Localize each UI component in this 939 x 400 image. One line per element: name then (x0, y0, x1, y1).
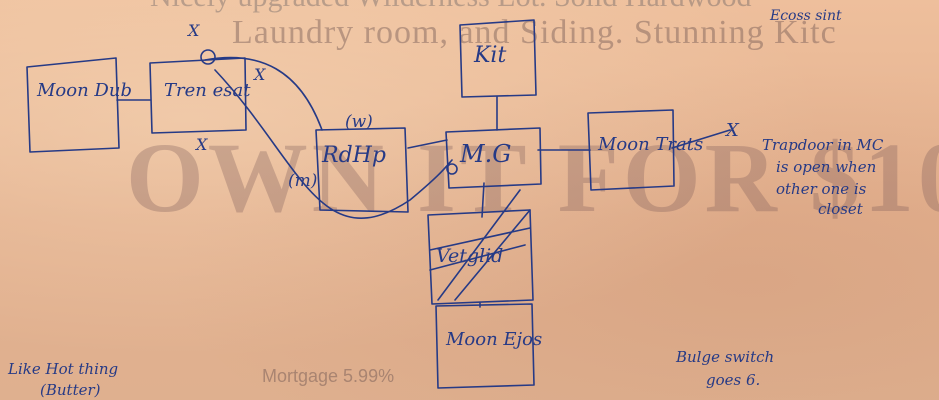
note-bottom-left-1: Like Hot thing (7, 360, 118, 378)
label-moon-dub-1: Moon Dub (36, 80, 132, 101)
long-curve (214, 69, 453, 220)
scribble-lines (429, 189, 531, 301)
connectors (116, 56, 731, 308)
note-trapdoor-2: is open when (776, 158, 876, 176)
box-mg (445, 127, 542, 189)
note-trapdoor-3: other one is (776, 180, 867, 198)
ghost-print-mortgage: Mortgage 5.99% (262, 366, 395, 386)
label-moon-ejos: Moon Ejos (445, 329, 542, 350)
mark-w: (w) (345, 112, 373, 132)
box-rdhp (315, 127, 409, 213)
box-moon-ejos (435, 303, 535, 389)
x-mark-3: X (194, 135, 208, 154)
connector-tren-rdhp (204, 56, 323, 131)
box-tren-esat (149, 57, 247, 134)
label-rdhp: RdHp (321, 143, 386, 168)
labels: Moon Dub Tren esat Kit RdHp M.G Moon Tra… (7, 8, 884, 399)
box-moon-trats (587, 109, 675, 191)
box-vetglid (427, 209, 534, 305)
label-kit: Kit (473, 43, 506, 68)
box-moon-dub (26, 57, 120, 153)
label-mg: M.G (459, 140, 511, 168)
note-top-right: Ecoss sint (769, 8, 842, 24)
x-mark-1: X (186, 21, 200, 40)
label-vetglid: Vetglid (436, 245, 503, 267)
connector-mg-vet (481, 182, 485, 218)
mark-m: (m) (288, 171, 317, 191)
note-bottom-right-2: goes 6. (706, 371, 760, 389)
note-bottom-left-2: (Butter) (40, 381, 101, 399)
x-mark-2: X (252, 65, 266, 84)
label-moon-trats: Moon Trats (597, 134, 703, 155)
rooms (26, 19, 675, 389)
x-mark-4: X (724, 120, 740, 141)
circle-mark-mg (446, 163, 458, 175)
note-trapdoor-1: Trapdoor in MC (762, 136, 884, 154)
note-trapdoor-4: closet (818, 200, 864, 218)
connector-trats-x (671, 129, 731, 149)
connector-rdhp-mg (407, 139, 448, 149)
ghost-print-price: OWN IT FOR $1093.0 (126, 122, 939, 233)
ghost-print-line-1: Nicely upgraded Wilderness Lot. Solid Ha… (150, 0, 751, 14)
label-tren-esat: Tren esat (164, 80, 251, 101)
note-bottom-right-1: Bulge switch (675, 348, 774, 366)
circle-mark-tren (200, 49, 216, 65)
box-kit (459, 19, 537, 98)
